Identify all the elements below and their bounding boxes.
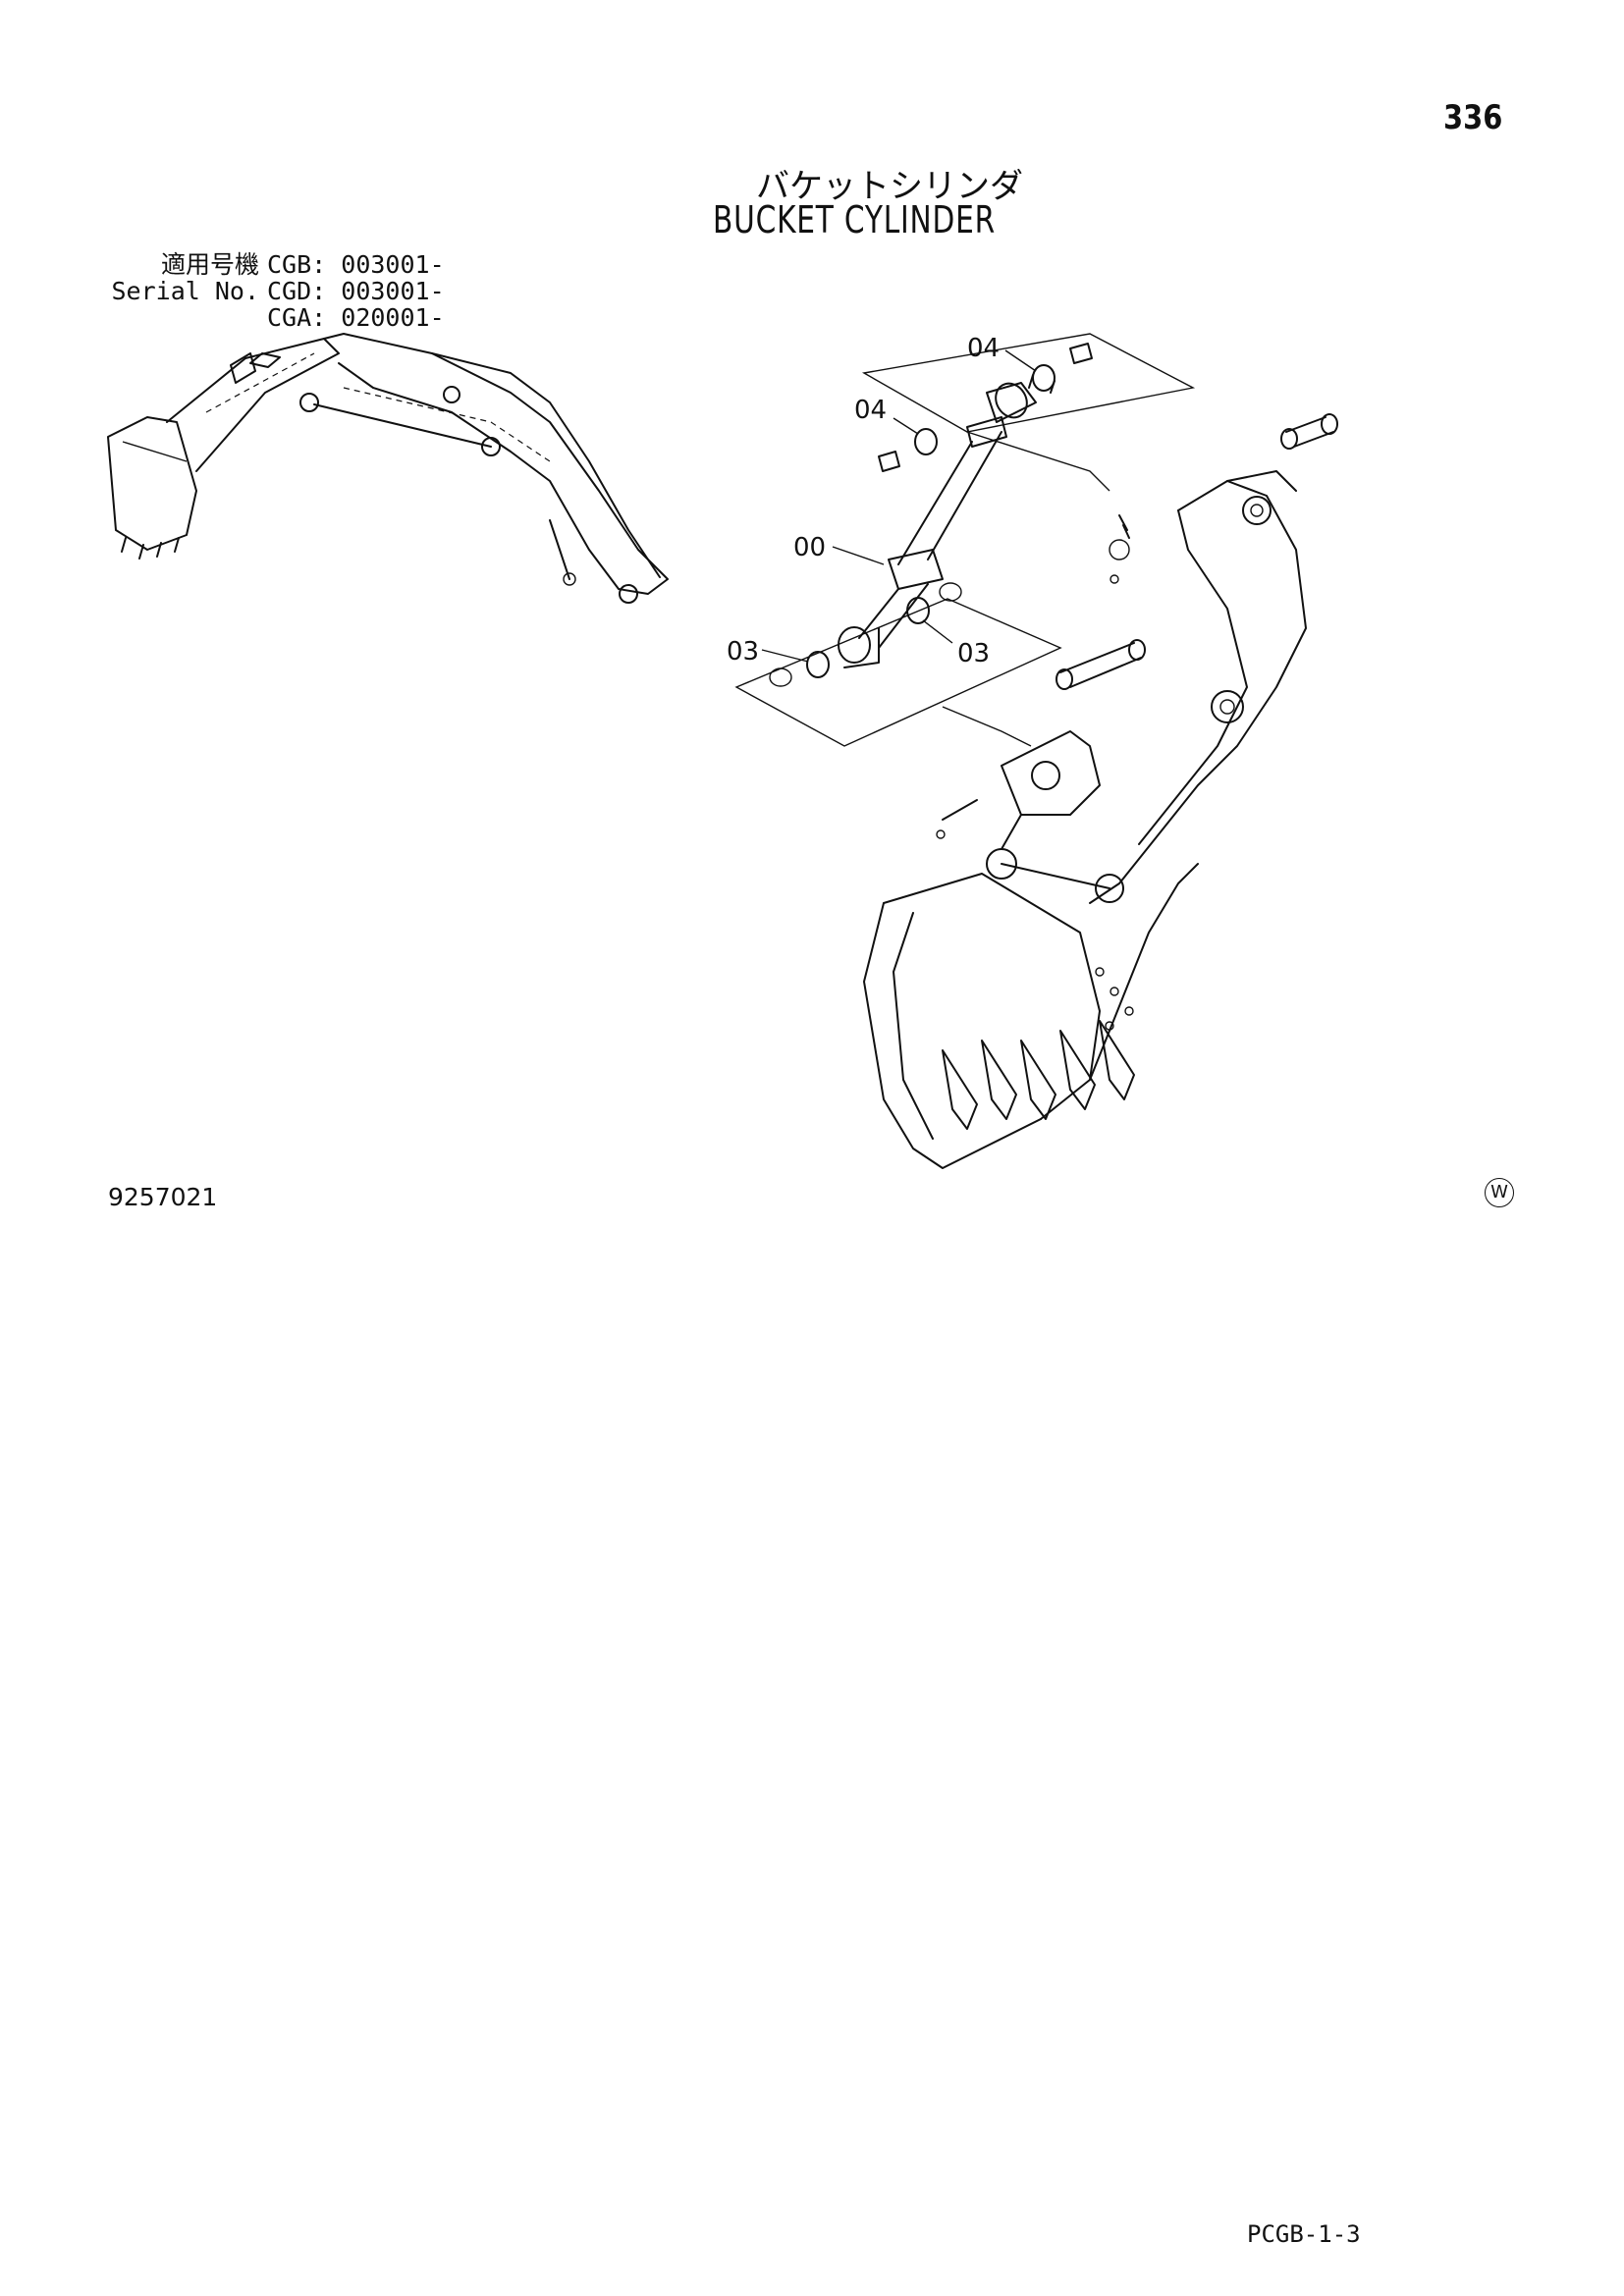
title-english: BUCKET CYLINDER — [713, 198, 996, 241]
serial-line-2: Serial No. CGD: 003001- — [108, 277, 445, 305]
overview-sketch — [107, 333, 669, 604]
bushing-04a — [1032, 364, 1056, 392]
bushing-03a — [806, 651, 830, 678]
serial-from: 003001- — [341, 277, 445, 305]
figure-number: 9257021 — [108, 1183, 218, 1211]
shim — [1069, 343, 1093, 364]
serial-line-3: CGA: 020001- — [108, 304, 445, 331]
callout-04-left: 04 — [854, 396, 887, 425]
callout-03-right: 03 — [957, 639, 990, 668]
serial-label-en: Serial No. — [111, 277, 259, 305]
serial-label-jp: 適用号機 — [160, 250, 259, 279]
bushing-04b — [914, 428, 938, 455]
callout-03-left: 03 — [727, 637, 759, 667]
serial-model: CGD: — [267, 277, 327, 305]
callout-04-top: 04 — [967, 334, 1000, 363]
title-japanese: バケットシリンダ — [756, 167, 1023, 206]
bushing-03b — [906, 597, 930, 624]
footer-code: PCGB-1-3 — [1247, 2220, 1361, 2248]
serial-from: 020001- — [341, 303, 445, 332]
callouts: 04 04 00 03 03 — [727, 334, 1037, 668]
serial-from: 003001- — [341, 250, 445, 279]
w-mark-icon: W — [1485, 1178, 1514, 1207]
shim — [878, 451, 900, 472]
serial-model: CGB: — [267, 250, 327, 279]
page-number: 336 — [1443, 98, 1503, 137]
serial-line-1: 適用号機 CGB: 003001- — [108, 251, 445, 278]
shim-03a — [769, 667, 792, 687]
exploded-view — [734, 333, 1338, 1169]
serial-model: CGA: — [267, 303, 327, 332]
shim-03b — [939, 582, 962, 602]
callout-00-cylinder: 00 — [793, 533, 826, 562]
